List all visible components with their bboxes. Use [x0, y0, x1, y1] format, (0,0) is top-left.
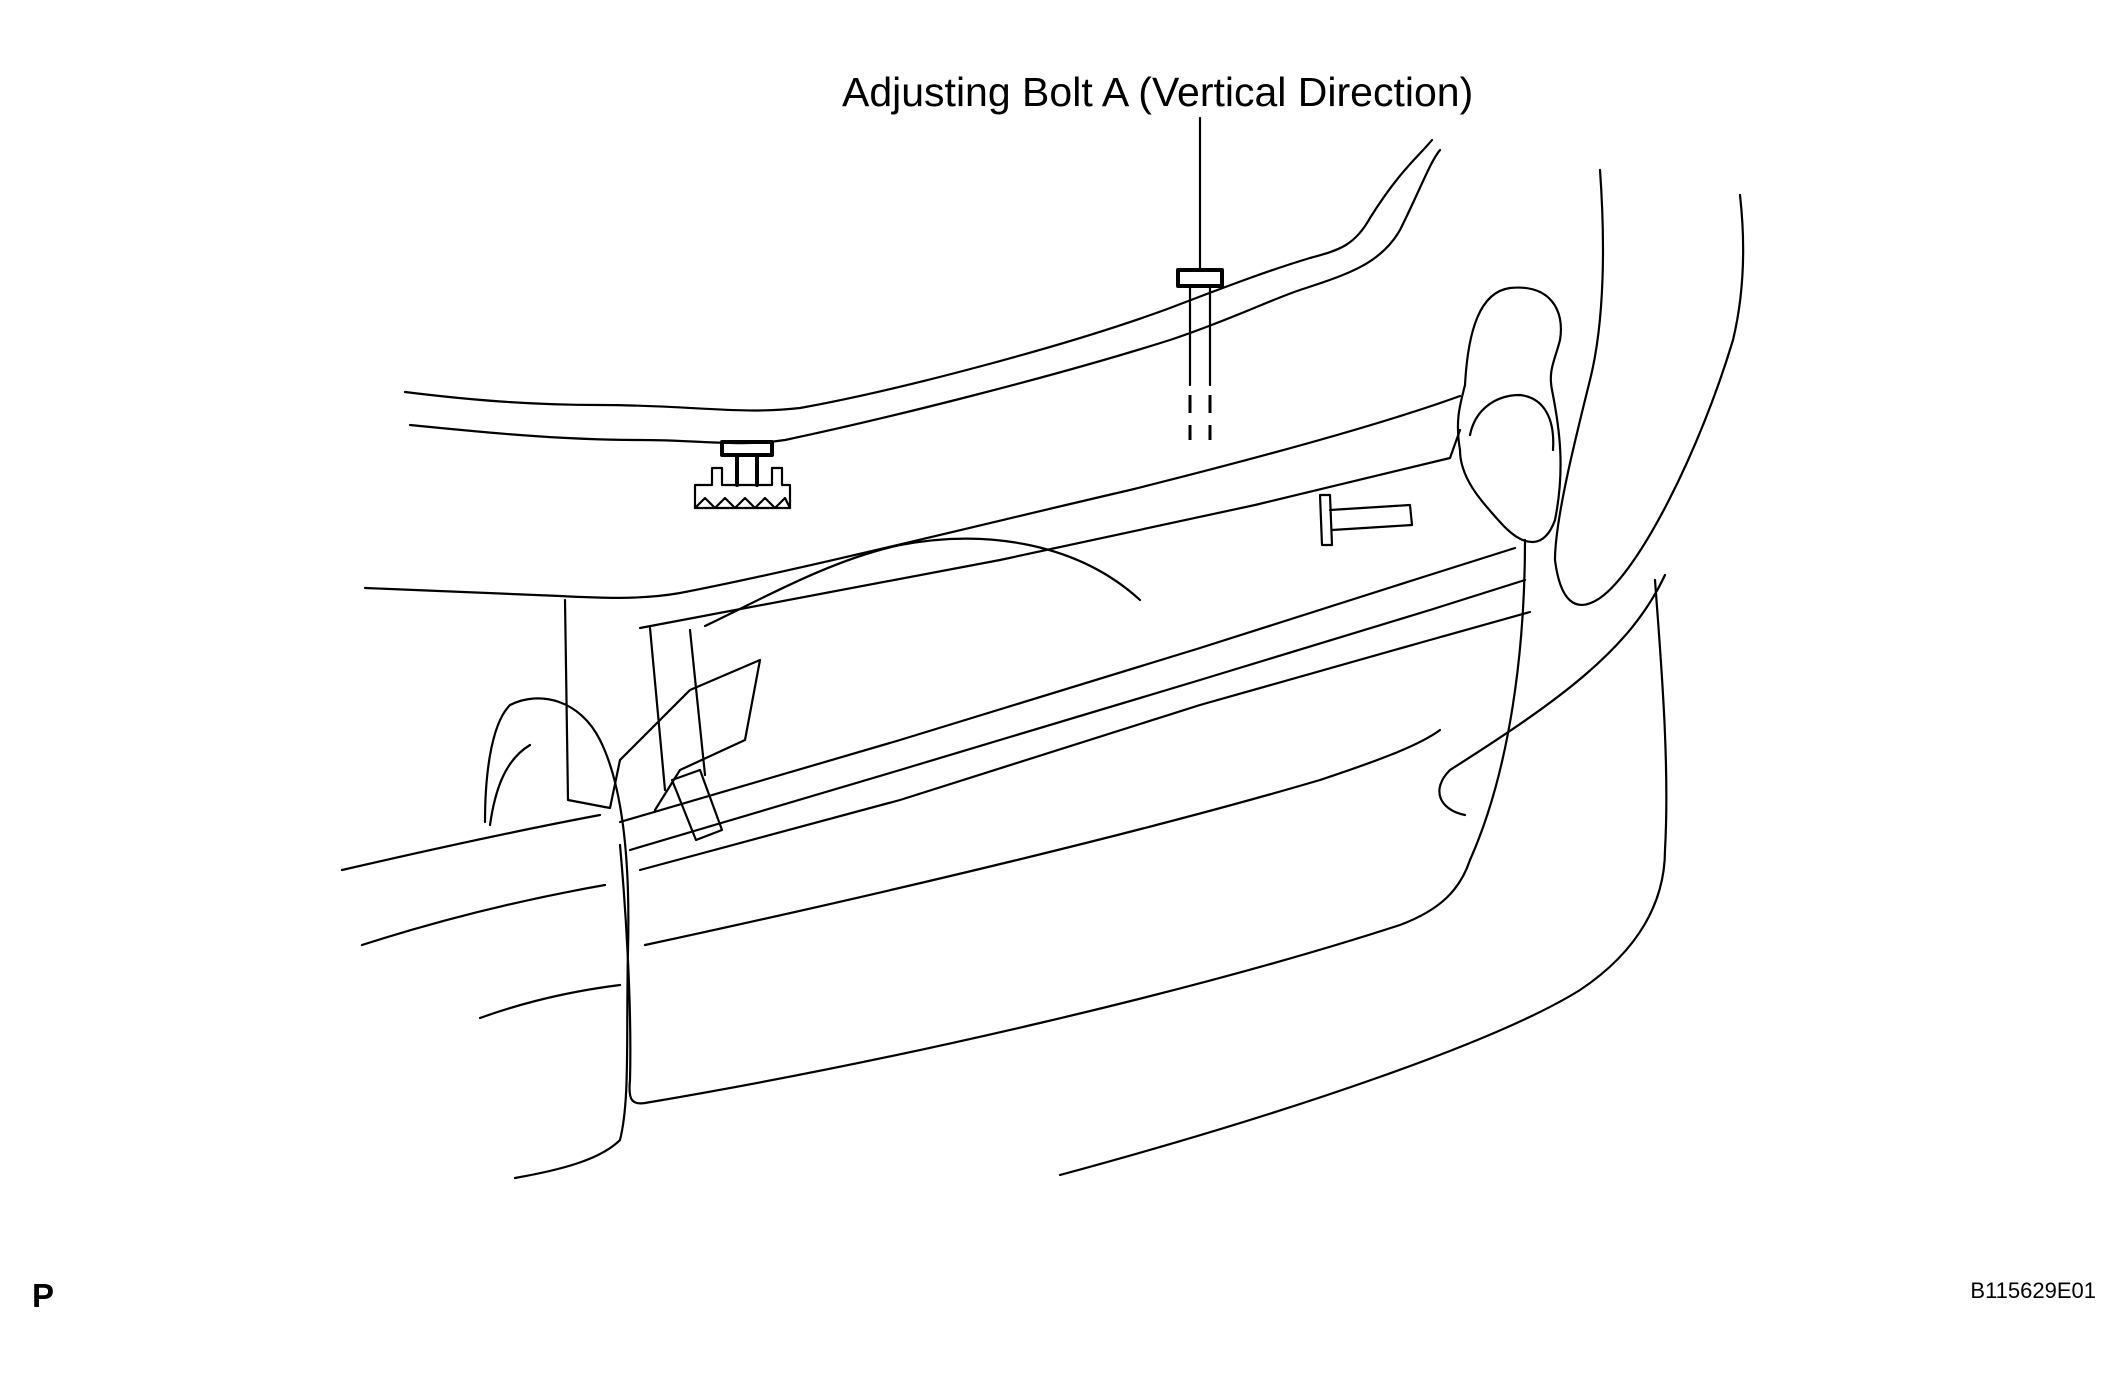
bumper-clip	[1318, 493, 1414, 547]
headlamp-cover-line2	[628, 578, 1527, 852]
hood-edge	[403, 138, 1434, 412]
figure-id: B115629E01	[1970, 1278, 2096, 1303]
left-fender-lower	[360, 883, 607, 947]
bumper-panel	[618, 538, 1527, 1105]
corner-label: P	[32, 1277, 55, 1314]
grille-top-bar	[638, 428, 1462, 630]
callout-label: Adjusting Bolt A (Vertical Direction)	[842, 69, 1474, 115]
bumper-mid-line	[643, 728, 1442, 947]
bumper-lower-front	[1058, 578, 1668, 1177]
left-clip	[670, 768, 724, 842]
adjusting-bolt-a-head	[1176, 268, 1224, 288]
right-headlamp	[1456, 286, 1562, 544]
left-strut	[563, 598, 762, 812]
adjusting-bolt-a-shaft	[1188, 284, 1212, 387]
right-fender	[1553, 168, 1745, 606]
adjusting-bolt-a-hidden-shaft	[1188, 395, 1212, 440]
headlamp-cover-top	[618, 546, 1517, 824]
hood-bolt-head	[720, 440, 774, 487]
hood-edge-inner	[408, 148, 1442, 445]
hood-bolt-bracket	[693, 466, 792, 510]
right-headlamp-inner	[1468, 393, 1555, 452]
left-wheel-arch-inner	[488, 743, 532, 827]
left-fender	[340, 813, 602, 872]
headlamp-cover-line3	[638, 610, 1532, 872]
hood-bolt-bracket-break	[693, 496, 792, 510]
hood-lower-line	[363, 394, 1462, 599]
right-fender-lower	[1438, 573, 1667, 817]
left-wheel-arch	[483, 697, 630, 1180]
bumper-lower-edge	[478, 983, 622, 1020]
grille-opening	[648, 537, 1142, 792]
